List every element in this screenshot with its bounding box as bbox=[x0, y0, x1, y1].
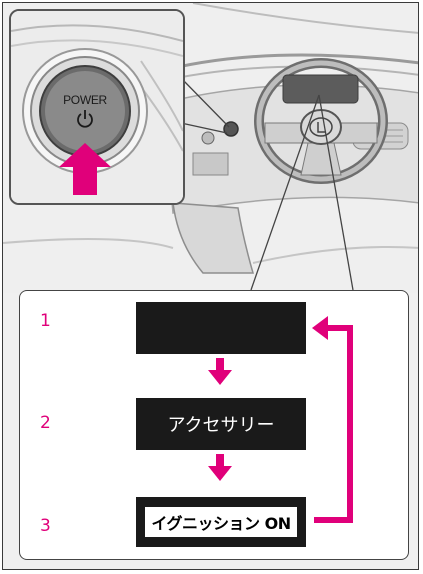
down-arrow-1 bbox=[208, 358, 232, 385]
step-number-2: 2 bbox=[40, 413, 51, 433]
step-number-1: 1 bbox=[40, 311, 51, 331]
down-arrow-2 bbox=[208, 454, 232, 481]
mode-box-off bbox=[136, 302, 306, 354]
power-icon bbox=[77, 110, 93, 128]
mode-box-ignition-on: イグニッション ON bbox=[136, 497, 306, 547]
illustration-frame: POWER 1 2 アクセサリー 3 イグニッション bbox=[2, 2, 419, 570]
power-button-inset: POWER bbox=[9, 9, 185, 205]
power-button-label: POWER bbox=[63, 93, 107, 107]
mode-box-accessory: アクセサリー bbox=[136, 398, 306, 450]
mode-label-accessory: アクセサリー bbox=[167, 415, 275, 436]
cycle-return-arrow bbox=[312, 316, 353, 523]
power-mode-flow: 1 2 アクセサリー 3 イグニッション ON bbox=[19, 290, 409, 560]
mode-label-ignition-on: イグニッション ON bbox=[145, 507, 297, 537]
press-arrow-icon bbox=[59, 143, 111, 195]
step-number-3: 3 bbox=[40, 516, 51, 536]
